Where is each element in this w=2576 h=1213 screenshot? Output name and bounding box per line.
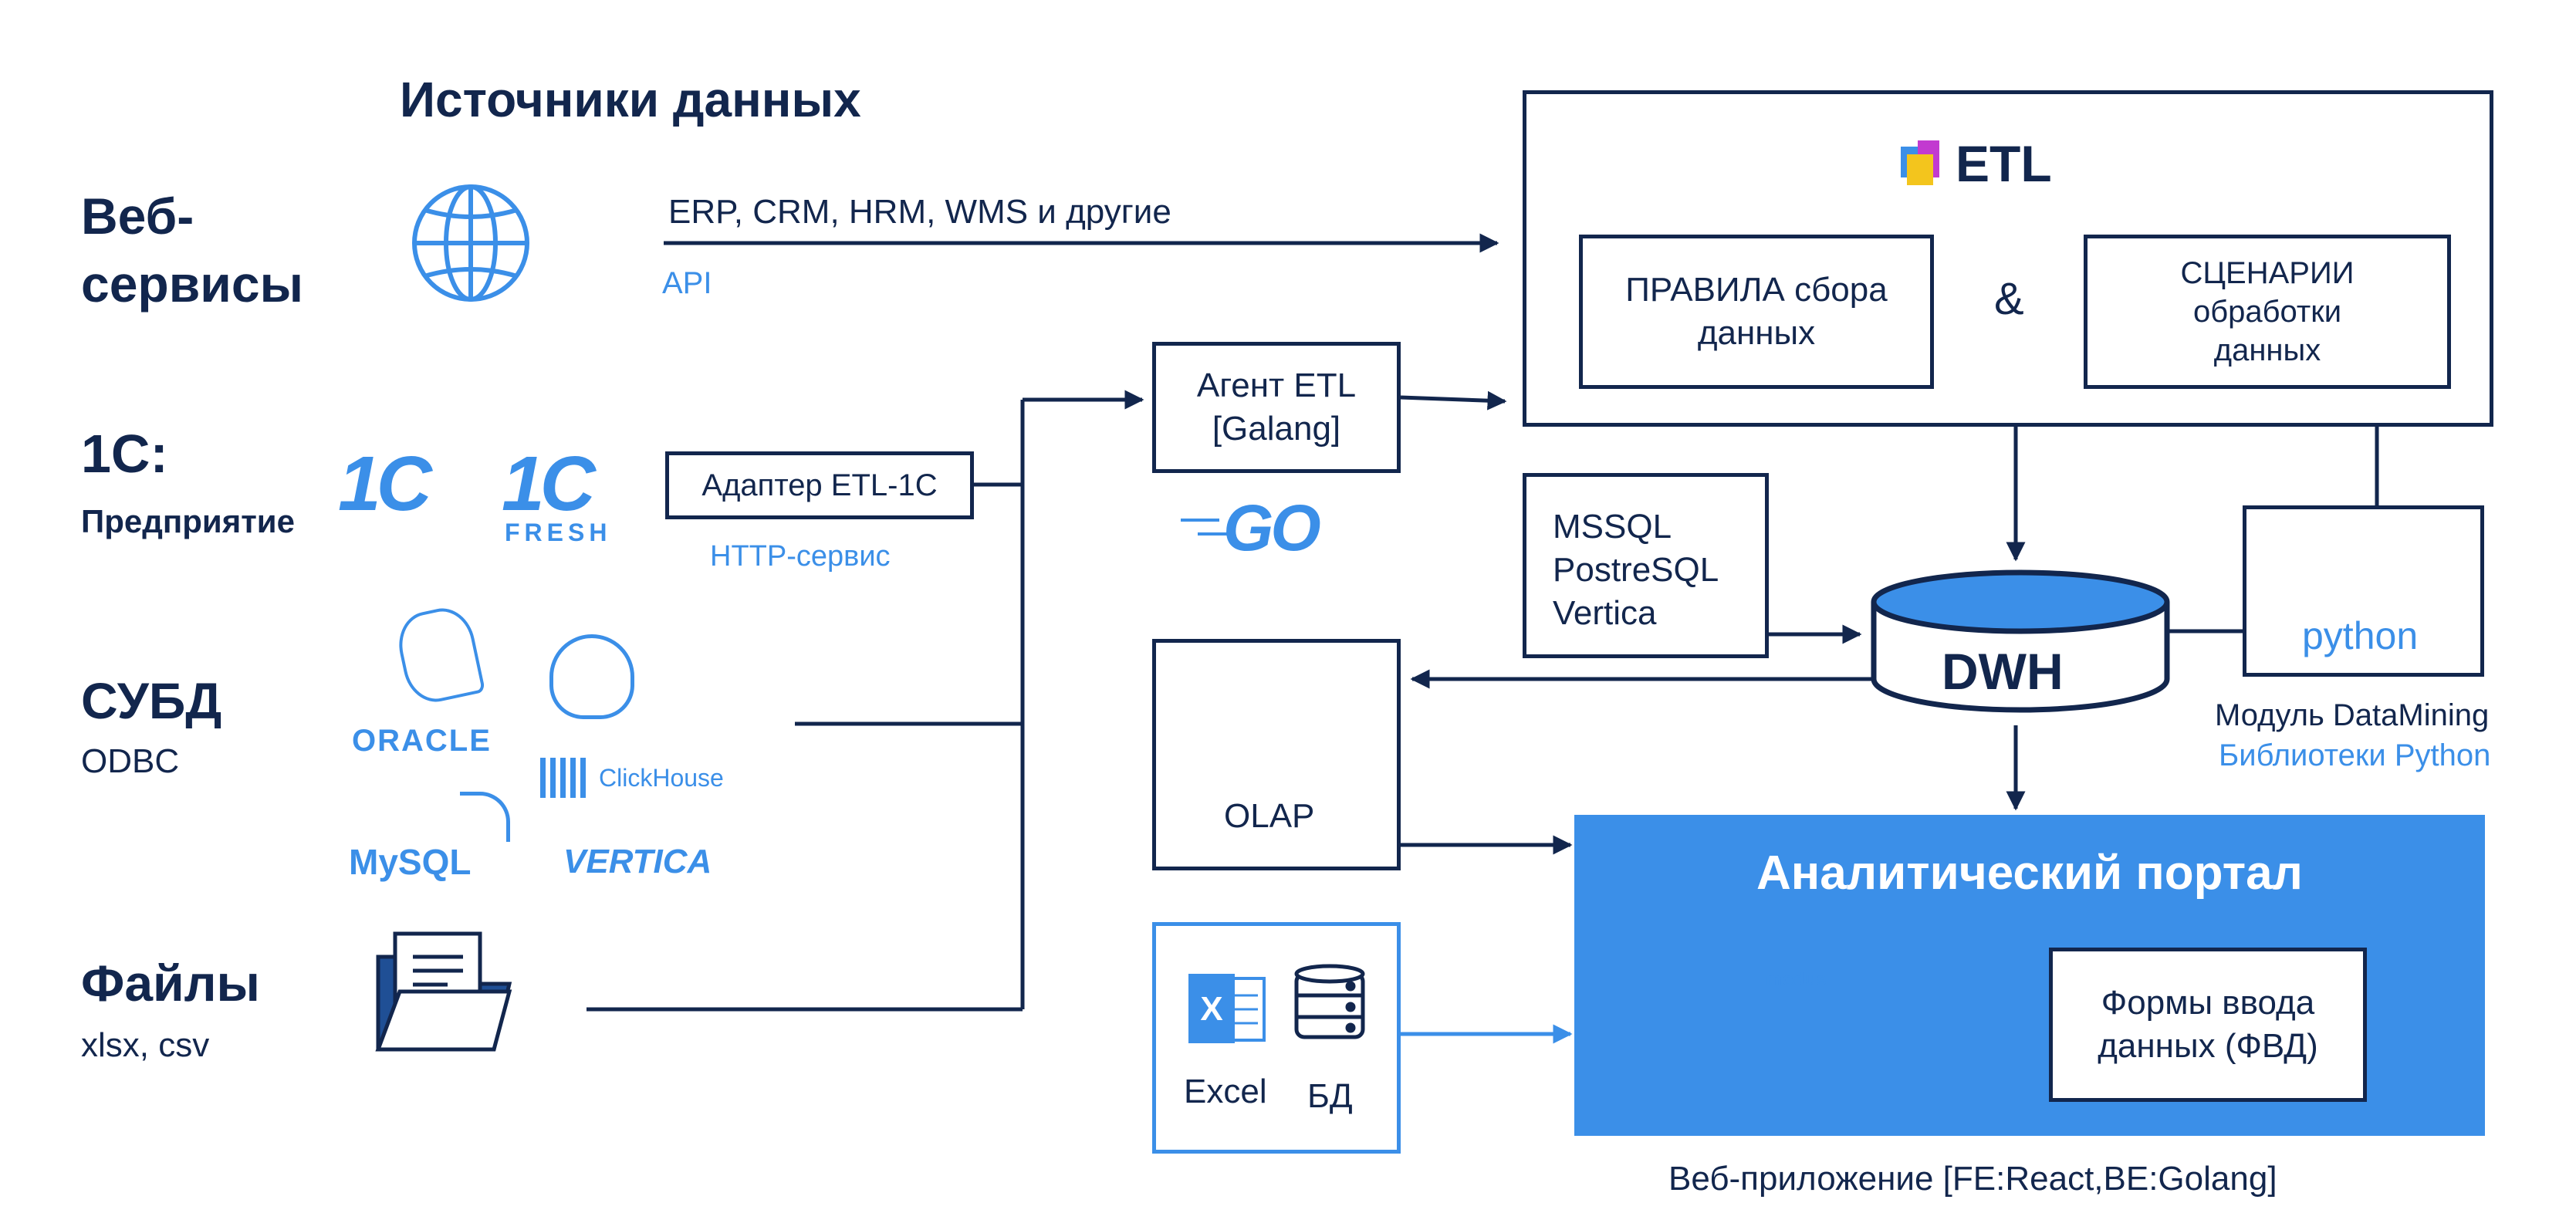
file-sources-box: Excel БД [1152,922,1401,1154]
adapter-etl-1c-box: Адаптер ETL-1С [665,451,974,519]
section-heading: Источники данных [400,72,861,127]
db-mssql: MSSQL [1553,508,1672,546]
svg-text:X: X [1200,990,1222,1028]
etl-title: ETL [1956,135,2052,192]
webapp-footer: Веб-приложение [FE:React,BE:Golang] [1668,1160,2277,1198]
clickhouse-bars-icon [540,758,588,798]
dwh-cylinder [1871,569,2170,713]
adapter-label: Адаптер ETL-1С [701,468,938,502]
agent-line2: [Galang] [1212,410,1341,448]
etl-rules-line1: ПРАВИЛА сбора [1625,271,1888,309]
dbms-title: СУБД [81,672,222,729]
agent-to-etl-arrow [1400,390,1507,411]
onec-fresh-logo: 1С [502,441,596,527]
etl-ampersand: & [1994,274,2024,324]
analytical-portal: Аналитический портал modus Формы ввода д… [1574,815,2485,1136]
db-label: БД [1307,1077,1353,1115]
python-module-label: Модуль DataMining [2215,698,2490,732]
db-postgresql: PostreSQL [1553,551,1719,589]
etl-scenarios-box: СЦЕНАРИИ обработки данных [2084,235,2451,389]
dwh-label: DWH [1942,643,2064,700]
mysql-dolphin-icon [460,792,510,842]
go-speed-line-2 [1198,532,1227,536]
python-libs-label: Библиотеки Python [2219,738,2491,772]
etl-scen-line3: данных [2213,333,2321,367]
onec-title: 1С: [81,424,168,484]
agent-line1: Агент ETL [1196,367,1357,404]
etl-box: ETL ПРАВИЛА сбора данных & СЦЕНАРИИ обра… [1523,90,2493,427]
dbms-subtitle: ODBC [81,742,180,780]
onec-logo: 1С [338,441,432,527]
postgresql-logo-icon [549,634,634,719]
http-service-label: HTTP-сервис [710,540,891,573]
etl-logo-icon [1901,140,1947,187]
python-box: python [2243,505,2484,677]
etl-scen-line1: СЦЕНАРИИ [2180,256,2355,290]
files-title: Файлы [81,955,260,1012]
api-label: API [662,266,712,300]
database-icon [1294,964,1365,1039]
excel-icon: X [1188,974,1266,1043]
folder-icon [375,931,512,1052]
web-services-title-line2: сервисы [81,255,303,313]
etl-scen-line2: обработки [2192,295,2342,329]
onec-subtitle: Предприятие [81,503,295,539]
mysql-logo: MySQL [349,842,472,882]
olap-box: OLAP [1152,639,1401,870]
oracle-logo: ORACLE [352,724,492,758]
api-arrow-label: ERP, CRM, HRM, WMS и другие [668,193,1171,231]
olap-label: OLAP [1224,797,1315,835]
forms-line2: данных (ФВД) [2098,1027,2318,1065]
etl-rules-line2: данных [1697,314,1816,352]
db-vertica: Vertica [1553,594,1657,632]
vertica-logo: VERTICA [563,843,712,880]
python-logo-text: python [2302,614,2419,657]
web-services-title-line1: Веб- [81,188,194,245]
go-logo: GO [1223,492,1321,564]
etl-rules-box: ПРАВИЛА сбора данных [1579,235,1934,389]
data-entry-forms-box: Формы ввода данных (ФВД) [2049,948,2367,1102]
forms-line1: Формы ввода [2101,984,2315,1022]
portal-title: Аналитический портал [1756,846,2303,900]
agent-etl-box: Агент ETL [Galang] [1152,342,1401,473]
go-speed-line-1 [1181,519,1219,522]
onec-fresh-caption: FRESH [505,519,612,546]
source-dbs-box: MSSQL PostreSQL Vertica [1523,473,1769,658]
excel-label: Excel [1184,1073,1267,1110]
files-subtitle: xlsx, csv [81,1026,210,1064]
modus-brand: modus [1766,969,1827,990]
globe-icon [412,184,529,302]
clickhouse-logo: ClickHouse [599,764,724,792]
